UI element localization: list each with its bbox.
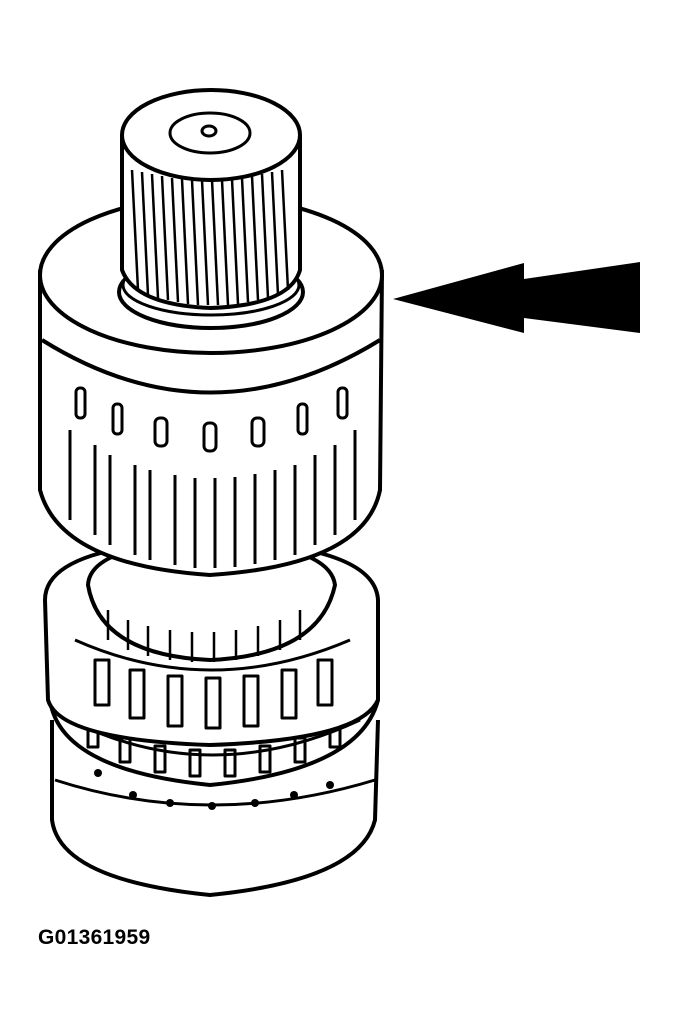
splined-shaft	[120, 88, 302, 310]
figure-caption: G01361959	[38, 926, 151, 949]
callout-arrow-icon	[393, 262, 640, 333]
